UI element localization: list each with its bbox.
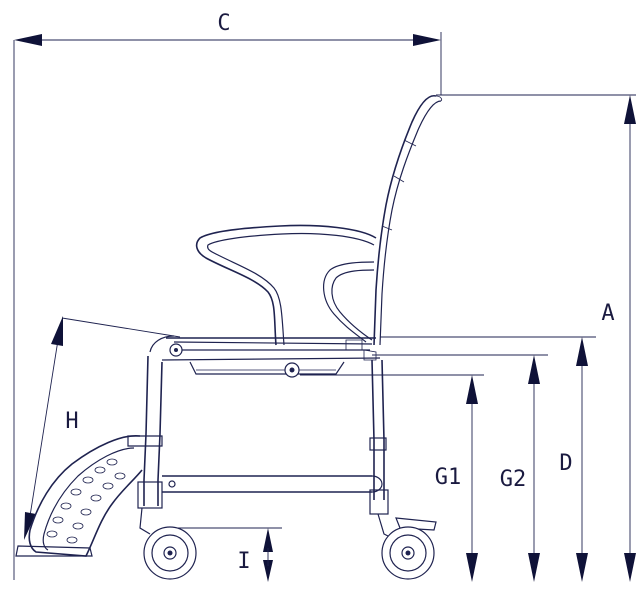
seat-pivot-hub [174, 348, 178, 352]
handle-strap-2 [393, 175, 405, 183]
dimension-c-arrow-left [14, 34, 42, 46]
dimension-g2-arrow-top [528, 355, 540, 384]
rear-leg-clamp [369, 437, 387, 451]
side-guard [323, 261, 375, 343]
dimension-i-label: I [237, 549, 250, 574]
front-caster-mount [137, 481, 163, 509]
dimension-h-arrow-top [51, 316, 63, 346]
seat-latch [345, 339, 377, 361]
push-handle [373, 95, 437, 346]
footrest-hole [94, 466, 106, 474]
dimension-g2-arrow-bottom [528, 553, 540, 582]
footrest-hole [80, 508, 92, 516]
dimension-a-arrow-top [624, 95, 636, 124]
footrest-holes [46, 458, 126, 544]
footrest [28, 435, 143, 557]
push-handle-cap [435, 95, 443, 102]
dimension-d-label: D [559, 451, 572, 476]
footrest-hole [90, 494, 102, 502]
dimension-g1-label: G1 [435, 465, 462, 490]
dimension-h-label: H [65, 409, 78, 434]
rear-wheel-axle [405, 550, 411, 556]
dimension-d: D [380, 336, 596, 582]
front-wheel-hub-ring [163, 546, 177, 560]
footrest-hole [70, 488, 82, 496]
front-wheel-axle [167, 550, 173, 556]
footrest-hole [66, 536, 78, 544]
side-guard-inner [331, 269, 375, 341]
dimension-g1-arrow-bottom [466, 553, 478, 582]
footrest-hole [60, 502, 72, 510]
seat-frame [149, 335, 381, 361]
dimension-h: H [24, 316, 181, 540]
front-leg-inner [157, 361, 163, 506]
front-wheel [143, 526, 197, 580]
footrest-inner [42, 447, 135, 551]
footrest-hole [52, 516, 64, 524]
footrest-hole [106, 458, 118, 466]
front-caster-fork [139, 507, 151, 535]
rear-wheel [381, 526, 435, 580]
armrest [195, 224, 377, 346]
front-wheel-rim [151, 534, 189, 572]
footrest-hole [72, 522, 84, 530]
dimension-g2-label: G2 [500, 467, 527, 492]
dimension-c: C [13, 11, 442, 580]
rear-caster-mount [369, 489, 389, 515]
push-handle-inner [379, 100, 442, 346]
footrest-hole [82, 476, 94, 484]
dimension-g1: G1 [300, 374, 484, 582]
armrest-inner [207, 232, 375, 346]
dimension-i-arrow-top [263, 528, 273, 552]
rear-wheel-hub-ring [401, 546, 415, 560]
shower-chair-drawing [15, 95, 443, 580]
cross-bar-bolt [168, 480, 176, 488]
dimension-h-line [29, 339, 59, 517]
dimension-i-arrow-bottom [263, 560, 273, 582]
dimension-h-extension-top [61, 317, 181, 338]
cross-bar [162, 475, 372, 493]
dimension-a-arrow-bottom [624, 553, 636, 582]
dimension-d-arrow-top [576, 337, 588, 366]
cross-bar-end [371, 475, 383, 493]
dimension-a: A [436, 94, 636, 582]
footrest-hinge [127, 435, 163, 447]
rear-brake-pedal [395, 517, 437, 531]
dimension-c-arrow-right [413, 34, 441, 46]
dimension-g2: G2 [372, 354, 548, 582]
footrest-hole [46, 530, 58, 538]
dimension-g1-arrow-top [466, 375, 478, 404]
rear-leg-inner [381, 359, 385, 500]
footrest-hole [114, 472, 126, 480]
seat-lower-frame [173, 341, 373, 351]
handle-strap-3 [381, 225, 393, 231]
footplate [15, 545, 93, 557]
front-leg [143, 355, 149, 506]
pan-knob-hub [289, 367, 295, 373]
dimension-d-arrow-bottom [576, 553, 588, 582]
dimension-c-label: C [217, 11, 230, 36]
commode-pan [189, 361, 345, 375]
handle-strap-1 [403, 139, 417, 147]
rear-wheel-rim [389, 534, 427, 572]
dimension-i: I [166, 527, 282, 582]
rear-leg [371, 359, 375, 500]
dimension-a-label: A [601, 301, 614, 326]
footrest-hole [102, 482, 114, 490]
